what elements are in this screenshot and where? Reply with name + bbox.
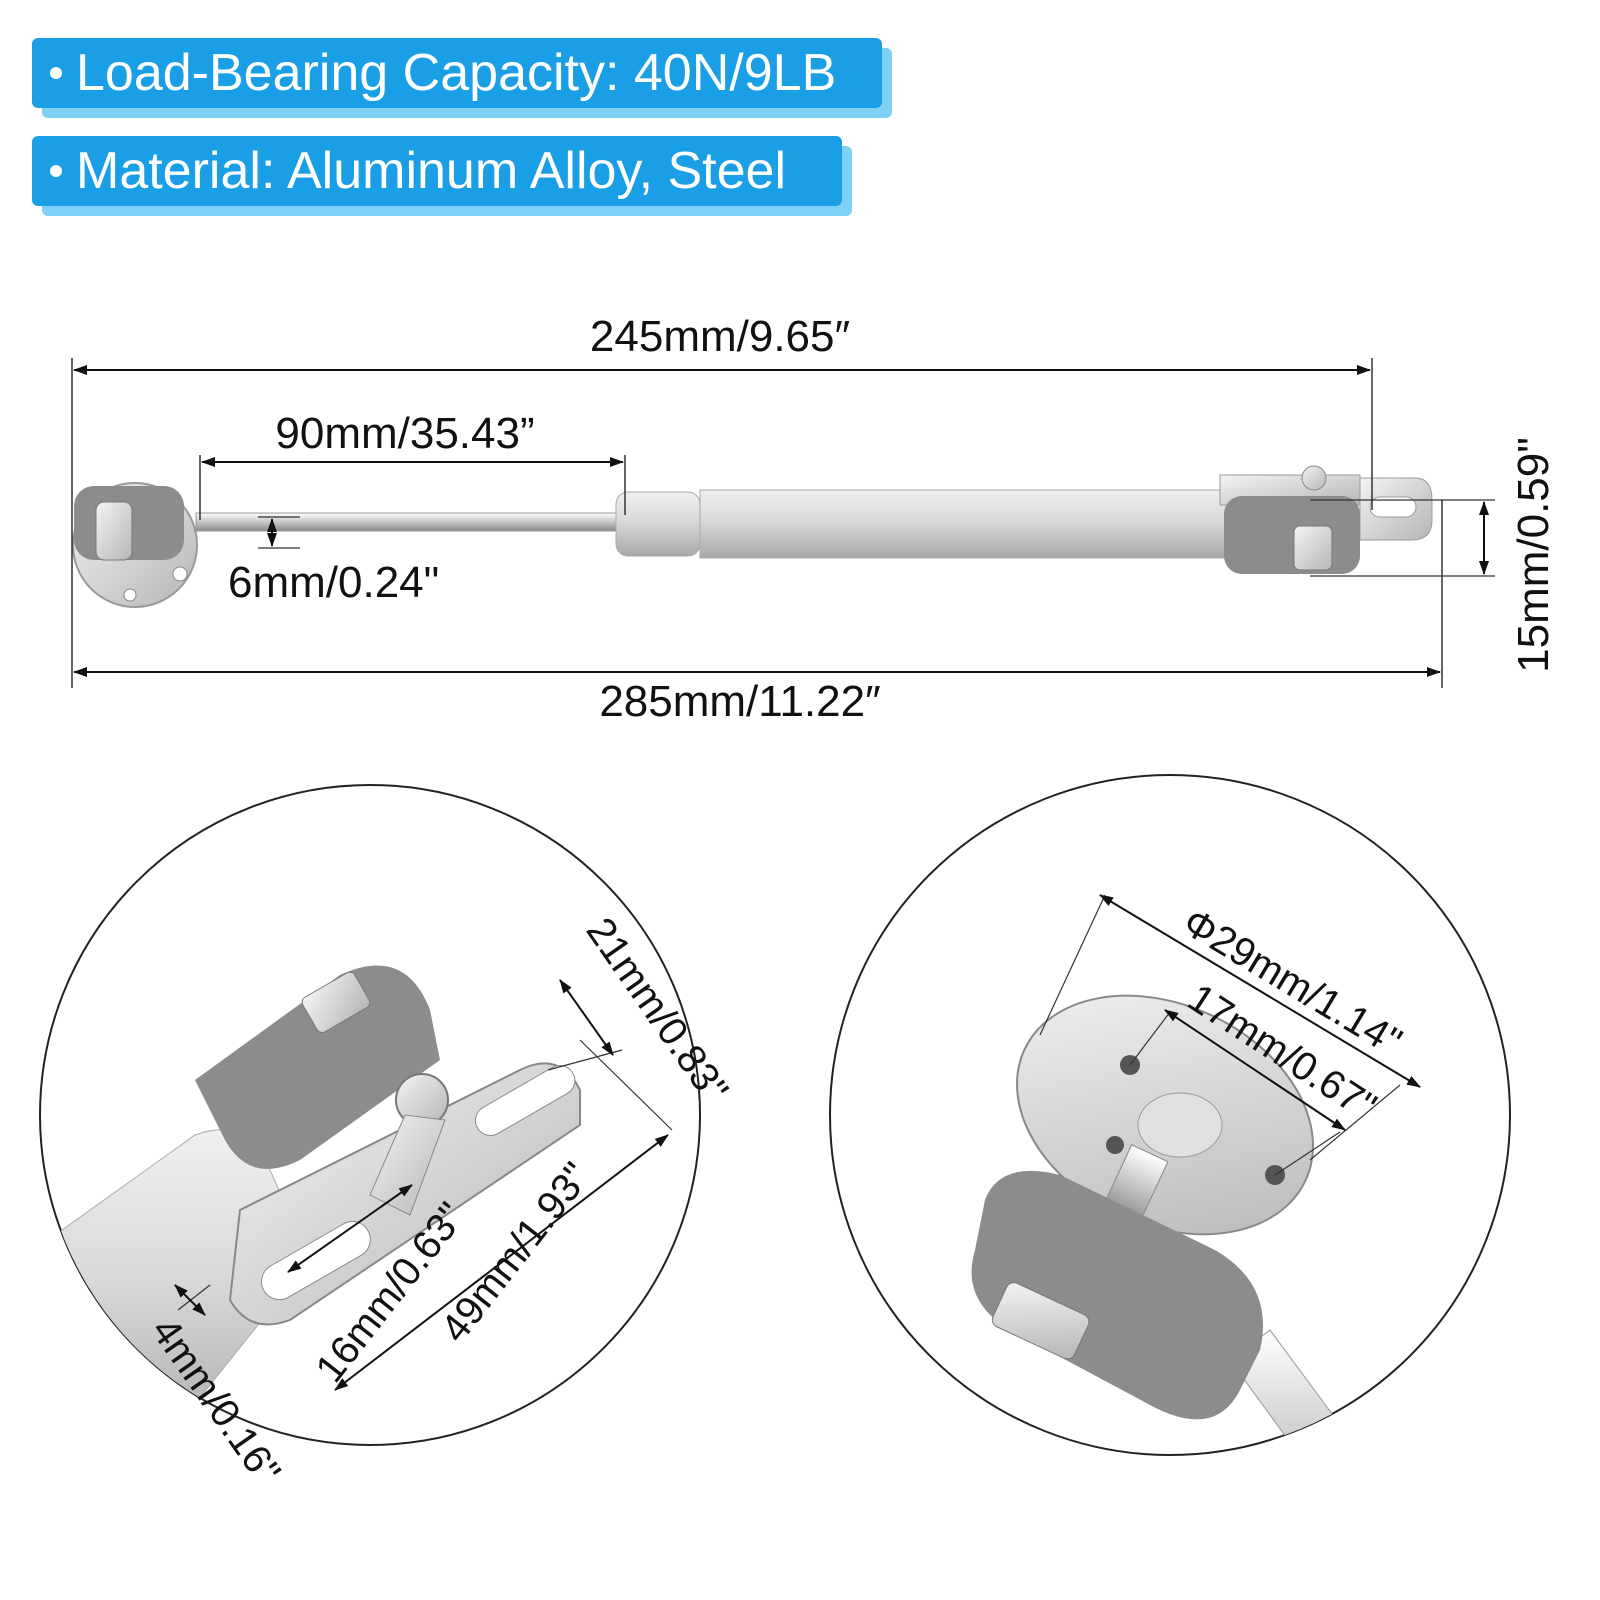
piston-rod xyxy=(195,512,617,532)
badge-face: Load-Bearing Capacity: 40N/9LB xyxy=(32,38,882,108)
stroke-label: 90mm/35.43” xyxy=(275,409,534,458)
detail-center-boss xyxy=(1137,1092,1223,1158)
mount-hole xyxy=(172,566,188,582)
bracket-width-line xyxy=(559,979,614,1056)
hole-spacing-line xyxy=(1164,1009,1346,1131)
slot-width-line xyxy=(174,1284,206,1316)
detail-cap-pin xyxy=(301,971,371,1033)
material-text: Material: Aluminum Alloy, Steel xyxy=(76,142,786,200)
height-label: 15mm/0.59" xyxy=(1509,437,1558,673)
badge-face: Material: Aluminum Alloy, Steel xyxy=(32,136,842,206)
plate-diameter-line xyxy=(1099,894,1421,1088)
load-capacity-text: Load-Bearing Capacity: 40N/9LB xyxy=(76,44,837,102)
bracket-length-line xyxy=(334,1134,669,1391)
left-cap-pin xyxy=(95,501,133,561)
top-dimensions: 245mm/9.65″ 90mm/35.43” 6mm/0.24" 15mm/0… xyxy=(71,312,1558,726)
slot-length-line xyxy=(287,1184,413,1273)
cylinder-front xyxy=(615,491,701,557)
mount-plate-detail: Φ29mm/1.14" 17mm/0.67" xyxy=(829,774,1511,1456)
right-cap-pin xyxy=(1293,525,1333,571)
rod-diameter-label: 6mm/0.24" xyxy=(228,558,439,607)
detail-bracket-slot xyxy=(474,1064,576,1136)
detail-plate-hole xyxy=(1106,1136,1124,1154)
gas-strut xyxy=(72,465,1433,608)
bracket-slot xyxy=(1369,496,1417,518)
load-capacity-badge: Load-Bearing Capacity: 40N/9LB xyxy=(32,38,892,118)
detail-end-cap xyxy=(195,965,440,1169)
cylinder-body xyxy=(699,489,1231,559)
detail-cap xyxy=(971,1170,1263,1420)
center-length-label: 245mm/9.65″ xyxy=(590,312,850,361)
detail-cap-pin xyxy=(991,1282,1090,1360)
bullet-icon xyxy=(50,165,62,178)
bullet-icon xyxy=(50,67,62,80)
material-badge: Material: Aluminum Alloy, Steel xyxy=(32,136,852,216)
bracket-rivet xyxy=(1301,465,1327,491)
right-end-cap xyxy=(1224,496,1360,574)
mount-hole xyxy=(123,588,137,602)
overall-length-label: 285mm/11.22″ xyxy=(599,677,880,726)
bracket-detail: 21mm/0.83" 49mm/1.93" 16mm/0.63" 4mm/0.1… xyxy=(39,784,737,1492)
